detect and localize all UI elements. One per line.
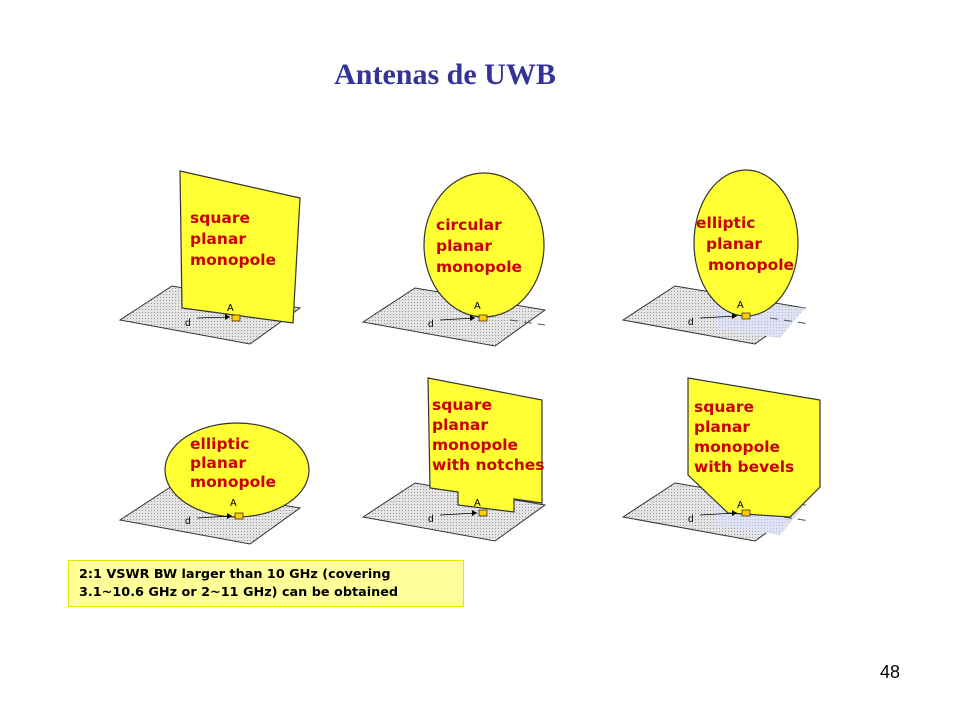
- svg-text:elliptic: elliptic: [696, 214, 755, 232]
- page-number: 48: [880, 662, 901, 682]
- svg-text:monopole: monopole: [708, 256, 794, 274]
- diagram-circular-planar-monopole: circular planar monopole d A: [360, 170, 560, 360]
- svg-text:monopole: monopole: [694, 438, 780, 456]
- label-line-3: monopole: [190, 473, 276, 491]
- svg-text:circular: circular: [436, 216, 502, 234]
- label-line-3: monopole: [432, 436, 518, 454]
- slide-title: Antenas de UWB: [334, 58, 556, 91]
- note-line-2: 3.1~10.6 GHz or 2~11 GHz) can be obtaine…: [79, 585, 399, 600]
- svg-text:monopole: monopole: [190, 473, 276, 491]
- feed-connector: [478, 314, 488, 322]
- svg-text:elliptic: elliptic: [190, 435, 249, 453]
- distance-marker: d: [688, 514, 694, 525]
- label-line-4: with bevels: [694, 458, 794, 476]
- svg-text:square: square: [694, 398, 754, 416]
- feed-marker: A: [737, 300, 744, 311]
- svg-text:planar: planar: [694, 418, 750, 436]
- radiator-beveled-plate: [687, 377, 821, 518]
- diagram-elliptic-planar-monopole: elliptic planar monopole d A: [620, 168, 840, 358]
- svg-text:planar: planar: [190, 454, 246, 472]
- svg-text:planar: planar: [436, 237, 492, 255]
- svg-text:planar: planar: [190, 230, 246, 248]
- svg-text:planar: planar: [706, 235, 762, 253]
- diagram-square-planar-monopole: square planar monopole d A: [115, 168, 315, 358]
- svg-text:monopole: monopole: [190, 251, 276, 269]
- label-line-3: monopole: [708, 256, 794, 274]
- label-line-2: planar: [706, 235, 762, 253]
- feed-connector: [478, 509, 488, 517]
- feed-connector: [741, 509, 751, 517]
- svg-text:with notches: with notches: [432, 456, 545, 474]
- label-line-1: square: [432, 396, 492, 414]
- label-line-2: planar: [436, 237, 492, 255]
- distance-marker: d: [688, 317, 694, 328]
- svg-text:planar: planar: [432, 416, 488, 434]
- label-line-4: with notches: [432, 456, 545, 474]
- feed-marker: A: [474, 301, 481, 312]
- label-line-2: planar: [694, 418, 750, 436]
- feed-connector: [231, 314, 241, 322]
- feed-marker: A: [227, 303, 234, 314]
- label-line-1: circular: [436, 216, 502, 234]
- label-line-3: monopole: [190, 251, 276, 269]
- svg-text:monopole: monopole: [432, 436, 518, 454]
- distance-marker: d: [185, 516, 191, 527]
- feed-marker: A: [230, 498, 237, 509]
- label-line-1: elliptic: [696, 214, 755, 232]
- label-line-2: planar: [432, 416, 488, 434]
- distance-marker: d: [428, 319, 434, 330]
- label-line-1: square: [694, 398, 754, 416]
- feed-marker: A: [474, 498, 481, 509]
- label-line-3: monopole: [694, 438, 780, 456]
- label-line-2: planar: [190, 230, 246, 248]
- label-line-3: monopole: [436, 258, 522, 276]
- diagram-square-planar-monopole-notches: square planar monopole with notches d A: [360, 375, 565, 550]
- label-line-1: square: [190, 209, 250, 227]
- diagram-square-planar-monopole-bevels: square planar monopole with bevels d A: [620, 375, 840, 550]
- distance-marker: d: [428, 514, 434, 525]
- feed-marker: A: [737, 500, 744, 511]
- summary-note-box: 2:1 VSWR BW larger than 10 GHz (covering…: [68, 560, 464, 607]
- svg-text:with bevels: with bevels: [694, 458, 794, 476]
- svg-text:monopole: monopole: [436, 258, 522, 276]
- diagram-elliptic-planar-monopole-wide: elliptic planar monopole d A: [115, 420, 315, 550]
- feed-connector: [234, 512, 244, 520]
- radiator-plate: [179, 170, 301, 324]
- note-line-1: 2:1 VSWR BW larger than 10 GHz (covering: [79, 567, 391, 582]
- distance-marker: d: [185, 318, 191, 329]
- svg-text:square: square: [190, 209, 250, 227]
- feed-connector: [741, 312, 751, 320]
- label-line-2: planar: [190, 454, 246, 472]
- svg-text:square: square: [432, 396, 492, 414]
- label-line-1: elliptic: [190, 435, 249, 453]
- radiator-notched-plate: [427, 377, 543, 513]
